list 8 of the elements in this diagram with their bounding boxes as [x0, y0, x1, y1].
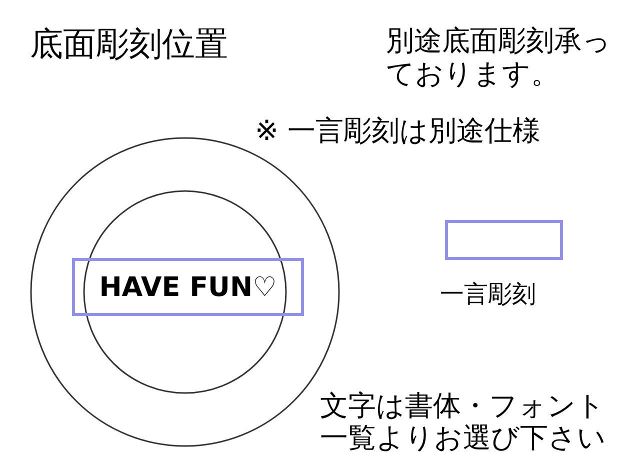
note-text: 文字は書体・フォント一覧よりお選び下さい: [320, 390, 607, 454]
note-text: 別途底面彫刻承っております。: [386, 24, 612, 90]
text-frame: [72, 258, 304, 316]
title: 底面彫刻位置: [30, 23, 228, 65]
legend-label: 一言彫刻: [440, 279, 536, 310]
circle: [83, 190, 287, 394]
engraving-text: HAVE FUN♡: [99, 272, 277, 302]
note-text: ※ 一言彫刻は別途仕様: [255, 113, 540, 149]
